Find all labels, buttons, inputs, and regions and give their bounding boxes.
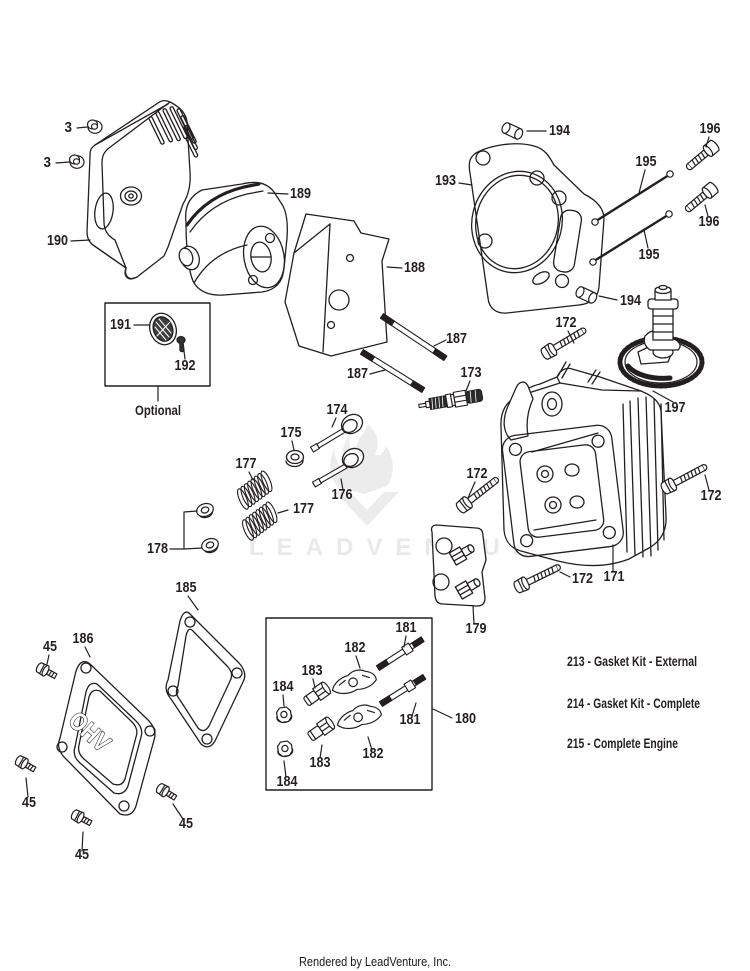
valve-spring-drawing-b [242,501,278,541]
push-rod-drawing-a [591,170,674,226]
callout-180[interactable]: 180 [455,711,476,727]
cover-bolt-drawing-b [13,753,39,776]
callout-174[interactable]: 174 [327,402,348,418]
dowel-pin-drawing-a [499,120,525,142]
callout-196-top[interactable]: 196 [700,121,721,137]
callout-195-bottom[interactable]: 195 [639,247,660,263]
rocker-screw-drawing-b [681,180,721,216]
callout-172-right[interactable]: 172 [701,488,722,504]
rocker-screw-drawing-a [682,138,722,174]
rocker-stud-drawing-a [375,636,425,671]
callout-181-bottom[interactable]: 181 [400,712,421,728]
exhaust-screen-drawing [148,312,178,346]
guard-bolt-drawing-a [86,119,103,134]
kit-options: 213 - Gasket Kit - External 214 - Gasket… [567,653,700,751]
muffler-drawing [178,181,289,296]
rocker-plate-drawing [430,524,487,607]
callout-171[interactable]: 171 [604,569,625,585]
callout-177-bottom[interactable]: 177 [293,501,314,517]
callout-194-bottom[interactable]: 194 [620,293,641,309]
heat-shield-drawing [284,213,390,357]
camshaft-drawing [617,284,705,389]
callout-3-bottom[interactable]: 3 [44,155,52,171]
head-bolt-drawing-bottom [511,559,564,596]
valve-cover-gasket-drawing [165,611,246,748]
head-gasket-drawing [468,143,605,314]
callout-188[interactable]: 188 [404,260,425,276]
callout-183-bottom[interactable]: 183 [310,755,331,771]
callout-172-top[interactable]: 172 [556,315,577,331]
guard-bolt-drawing-b [68,154,85,169]
optional-parts-box [104,302,211,387]
muffler-guard-drawing [86,99,199,280]
exhaust-valve-drawing [311,447,365,488]
cover-bolt-drawing-c [69,807,95,829]
callout-172-left[interactable]: 172 [467,466,488,482]
head-stud-drawing-a [379,313,448,361]
callout-183-top[interactable]: 183 [302,663,323,679]
guard-louvers [148,106,199,158]
callout-184-bottom[interactable]: 184 [277,774,298,790]
head-stud-drawing-b [359,349,426,393]
intake-valve-drawing [310,413,364,453]
spring-cap-drawing-a [194,500,217,521]
callout-190[interactable]: 190 [47,233,68,249]
cover-bolt-drawing-d [154,781,180,804]
callout-179[interactable]: 179 [466,621,487,637]
callout-labels: 3 3 190 189 188 191 192 193 194 194 195 … [22,120,722,863]
callout-45-d[interactable]: 45 [179,816,193,832]
callout-196-bottom[interactable]: 196 [699,214,720,230]
callout-45-a[interactable]: 45 [43,639,57,655]
push-rod-drawing-b [589,210,673,266]
spark-plug-drawing [418,388,484,411]
callout-172-bottom[interactable]: 172 [572,571,593,587]
callout-45-c[interactable]: 45 [75,847,89,863]
screen-screw-drawing [176,335,186,353]
callout-193[interactable]: 193 [435,173,456,189]
valve-seal-drawing [285,449,305,468]
callout-195-top[interactable]: 195 [636,154,657,170]
kit-option-complete-engine[interactable]: 215 - Complete Engine [567,735,678,751]
callout-45-b[interactable]: 45 [22,795,36,811]
callout-3-top[interactable]: 3 [65,120,73,136]
callout-175[interactable]: 175 [281,425,302,441]
callout-177-top[interactable]: 177 [236,456,257,472]
callout-182-bottom[interactable]: 182 [363,746,384,762]
watermark-v-icon [335,492,399,526]
callout-191[interactable]: 191 [110,317,131,333]
rocker-stud-drawing-b [378,674,427,707]
callout-181-top[interactable]: 181 [396,620,417,636]
leader-lines [25,126,710,852]
optional-box-label: Optional [135,402,181,418]
callout-187-left[interactable]: 187 [347,366,368,382]
kit-option-gasket-complete[interactable]: 214 - Gasket Kit - Complete [567,695,700,711]
kit-option-gasket-external[interactable]: 213 - Gasket Kit - External [567,653,697,669]
spring-cap-drawing-b [199,535,222,556]
cylinder-head-drawing [500,361,667,567]
callout-173[interactable]: 173 [461,365,482,381]
callout-192[interactable]: 192 [175,358,196,374]
callout-186[interactable]: 186 [73,631,94,647]
callout-182-top[interactable]: 182 [345,640,366,656]
callout-176[interactable]: 176 [332,487,353,503]
callout-184-top[interactable]: 184 [273,679,294,695]
callout-185[interactable]: 185 [176,580,197,596]
callout-189[interactable]: 189 [290,186,311,202]
footer-credit: Rendered by LeadVenture, Inc. [299,954,451,969]
callout-178[interactable]: 178 [147,541,168,557]
valve-cover-drawing: OHV [56,661,156,816]
callout-187-right[interactable]: 187 [446,331,467,347]
callout-197[interactable]: 197 [665,400,686,416]
callout-194-top[interactable]: 194 [549,123,570,139]
